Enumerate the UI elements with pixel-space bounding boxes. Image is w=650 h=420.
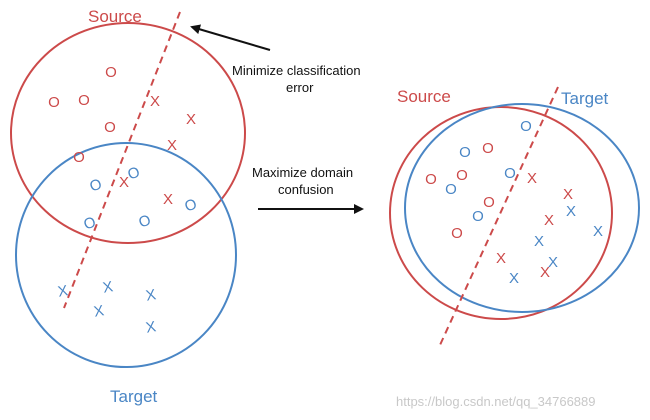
minimize-error-arrow xyxy=(190,24,271,51)
maximize-confusion-text-line2: confusion xyxy=(278,182,334,197)
target-class-o-marker: O xyxy=(504,165,516,182)
right-decision-boundary xyxy=(439,86,559,346)
target-class-x-marker: X xyxy=(548,254,558,271)
right-source-ellipse xyxy=(389,106,613,320)
left-source-ellipse xyxy=(10,22,246,244)
source-class-o-marker: O xyxy=(78,92,90,109)
target-class-x-marker: X xyxy=(145,318,158,336)
left-target-label: Target xyxy=(110,387,158,406)
target-class-x-marker: X xyxy=(93,302,106,320)
source-class-o-marker: O xyxy=(456,167,468,184)
source-class-x-marker: X xyxy=(163,191,173,208)
source-class-o-marker: O xyxy=(451,225,463,242)
right-source-label: Source xyxy=(397,87,451,106)
target-class-o-marker: O xyxy=(125,164,142,184)
left-source-label: Source xyxy=(88,7,142,26)
source-class-x-marker: X xyxy=(119,174,129,191)
source-class-x-marker: X xyxy=(540,264,550,281)
source-class-x-marker: X xyxy=(544,212,554,229)
source-class-o-marker: O xyxy=(73,149,85,166)
minimize-error-text-line2: error xyxy=(286,80,314,95)
target-class-x-marker: X xyxy=(57,282,70,300)
right-target-ellipse xyxy=(404,103,640,313)
target-class-x-marker: X xyxy=(566,203,576,220)
target-class-o-marker: O xyxy=(182,196,199,216)
target-class-o-marker: O xyxy=(87,176,104,196)
source-class-x-marker: X xyxy=(496,250,506,267)
maximize-confusion-text-line1: Maximize domain xyxy=(252,165,353,180)
target-class-o-marker: O xyxy=(445,181,457,198)
target-class-o-marker: O xyxy=(520,118,532,135)
target-class-x-marker: X xyxy=(145,286,158,304)
source-class-x-marker: X xyxy=(150,93,160,110)
source-class-o-marker: O xyxy=(48,94,60,111)
left-target-ellipse xyxy=(15,142,237,368)
target-class-o-marker: O xyxy=(459,144,471,161)
watermark: https://blog.csdn.net/qq_34766889 xyxy=(396,394,596,409)
left-source-markers: O O O O O X X X X X xyxy=(48,64,196,208)
left-decision-boundary xyxy=(63,11,181,309)
target-class-o-marker: O xyxy=(472,208,484,225)
source-class-x-marker: X xyxy=(563,186,573,203)
source-class-o-marker: O xyxy=(482,140,494,157)
right-source-markers: O O O O O X X X X X xyxy=(425,140,573,281)
minimize-error-text-line1: Minimize classification xyxy=(232,63,361,78)
target-class-x-marker: X xyxy=(509,270,519,287)
target-class-x-marker: X xyxy=(534,233,544,250)
left-target-markers: O O O O O X X X X X xyxy=(57,164,200,337)
target-class-x-marker: X xyxy=(102,278,115,296)
source-class-x-marker: X xyxy=(167,137,177,154)
source-class-o-marker: O xyxy=(104,119,116,136)
target-class-o-marker: O xyxy=(81,214,98,234)
right-target-label: Target xyxy=(561,89,609,108)
target-class-x-marker: X xyxy=(593,223,603,240)
right-target-markers: O O O O O X X X X X xyxy=(445,118,603,287)
target-class-o-marker: O xyxy=(136,212,153,232)
source-class-x-marker: X xyxy=(186,111,196,128)
source-class-o-marker: O xyxy=(425,171,437,188)
source-class-x-marker: X xyxy=(527,170,537,187)
source-class-o-marker: O xyxy=(483,194,495,211)
source-class-o-marker: O xyxy=(105,64,117,81)
